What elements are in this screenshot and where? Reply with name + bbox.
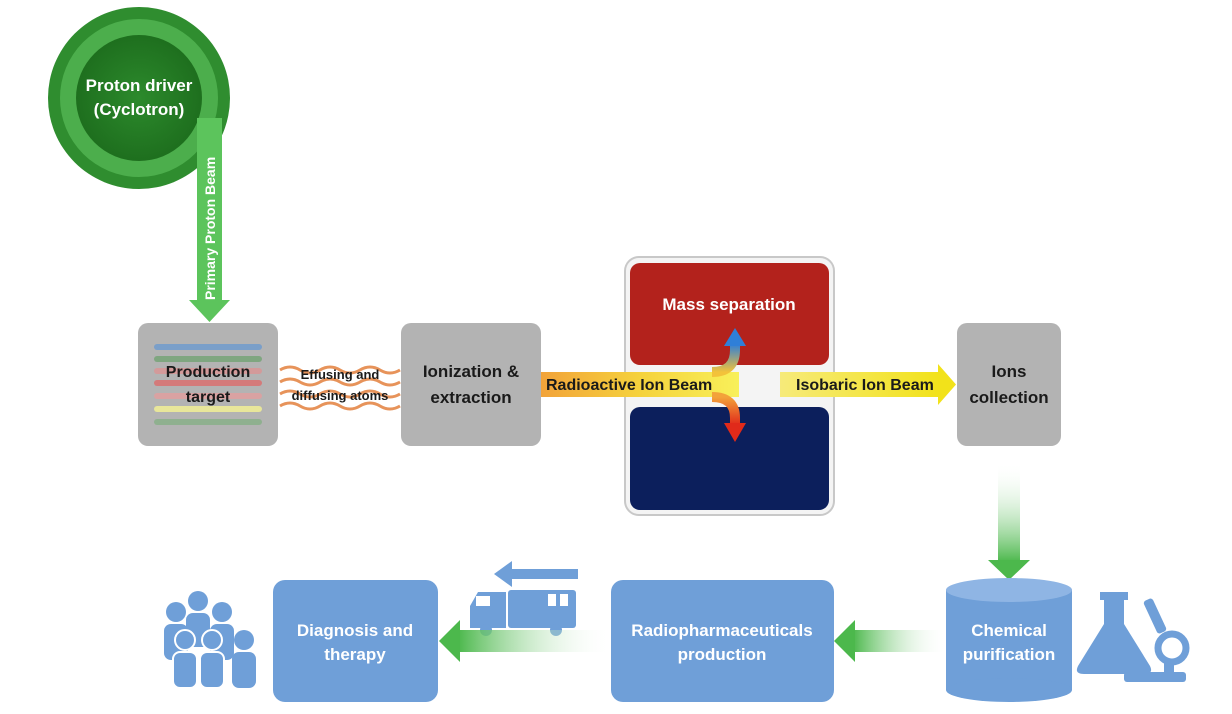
target-stripe: [154, 368, 262, 374]
target-stripe: [154, 344, 262, 350]
collection-to-purification-arrow: [988, 462, 1030, 580]
production-target-line1: Production: [166, 364, 250, 381]
production-target-line2: target: [186, 389, 231, 406]
production-target-node: Production target: [138, 323, 278, 446]
cyclotron-label-line2: (Cyclotron): [94, 100, 185, 119]
mass-separation-block: [630, 263, 829, 365]
radioactive-beam-label: Radioactive Ion Beam: [546, 377, 712, 394]
isobaric-beam-label: Isobaric Ion Beam: [796, 377, 934, 394]
diagnosis-line1: Diagnosis and: [297, 621, 413, 640]
purification-to-radiopharma-arrow: [834, 620, 947, 662]
target-stripe: [154, 406, 262, 412]
cyclotron-label-line1: Proton driver: [86, 76, 193, 95]
chemical-purification-node: Chemical purification: [946, 578, 1072, 702]
down-branch-arrow: [711, 392, 746, 442]
diagnosis-line2: therapy: [324, 645, 386, 664]
ions-collection-line1: Ions: [992, 362, 1027, 381]
primary-proton-beam-arrow: Primary Proton Beam: [189, 118, 230, 322]
radiopharma-to-diagnosis-arrow: [439, 620, 611, 662]
ions-collection-line2: collection: [969, 388, 1048, 407]
target-stripe: [154, 419, 262, 425]
separator-lower-block: [630, 407, 829, 510]
cyclotron-node: Proton driver (Cyclotron): [48, 7, 230, 189]
isobaric-ion-beam-arrow: Isobaric Ion Beam: [780, 364, 956, 405]
delivery-truck-icon: [470, 561, 578, 636]
target-stripe: [154, 380, 262, 386]
chemical-purification-line1: Chemical: [971, 621, 1047, 640]
chemical-purification-line2: purification: [963, 645, 1056, 664]
effusing-label-line2: diffusing atoms: [292, 388, 389, 403]
up-branch-arrow: [711, 328, 746, 377]
ionization-extraction-node: Ionization & extraction: [401, 323, 541, 446]
target-stripe: [154, 393, 262, 399]
ions-collection-node: Ions collection: [957, 323, 1061, 446]
primary-beam-label: Primary Proton Beam: [202, 157, 218, 300]
radiopharmaceuticals-node: Radiopharmaceuticals production: [611, 580, 834, 702]
ionization-line1: Ionization &: [423, 362, 519, 381]
people-group-icon: [164, 591, 256, 689]
radioactive-ion-beam: Radioactive Ion Beam: [541, 372, 739, 397]
target-stripe: [154, 356, 262, 362]
diagnosis-therapy-node: Diagnosis and therapy: [273, 580, 438, 702]
radiopharma-line1: Radiopharmaceuticals: [631, 621, 812, 640]
effusing-label-line1: Effusing and: [301, 367, 380, 382]
mass-separation-label: Mass separation: [662, 295, 795, 314]
lab-flask-microscope-icon: [1076, 592, 1190, 682]
radiopharma-line2: production: [678, 645, 767, 664]
effusing-atoms-waves: [279, 365, 401, 411]
ionization-line2: extraction: [430, 388, 511, 407]
